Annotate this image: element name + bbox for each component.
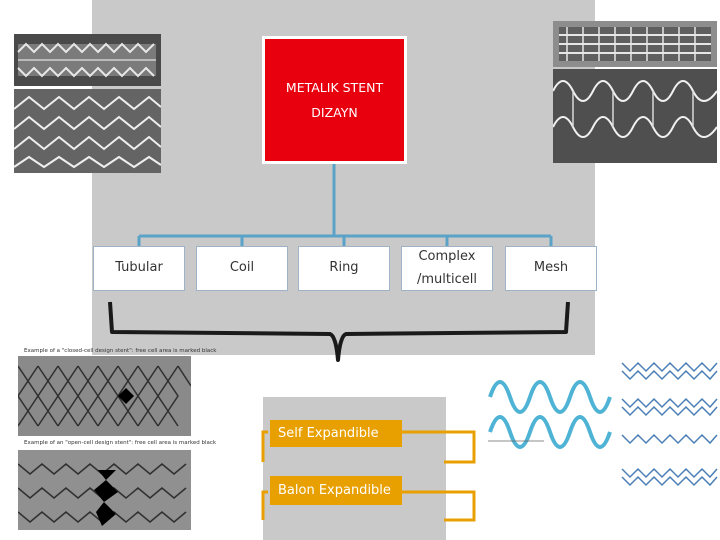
node-complex-multicell: Complex /multicell (401, 246, 493, 291)
root-title-line2: DIZAYN (311, 105, 358, 120)
node-ring: Ring (298, 246, 390, 291)
stent-photo-top-right-1 (553, 21, 717, 67)
node-tubular: Tubular (93, 246, 185, 291)
stent-photo-top-left-1 (14, 34, 161, 86)
grouping-brace (108, 301, 570, 362)
closed-cell-stent-photo (18, 356, 191, 436)
node-tubular-label: Tubular (115, 260, 163, 276)
node-coil: Coil (196, 246, 288, 291)
stent-photo-top-right-2 (553, 69, 717, 163)
self-expandible-label: Self Expandible (278, 426, 379, 441)
node-complex-label-line2: /multicell (417, 271, 477, 287)
node-balon-expandible: Balon Expandible (270, 476, 402, 505)
node-coil-label: Coil (229, 260, 255, 276)
root-node-metalik-stent-dizayn: METALIK STENT DIZAYN (262, 36, 407, 164)
balon-expand-bracket-right (402, 490, 476, 522)
open-cell-caption: Example of an "open-cell design stent": … (24, 440, 217, 446)
stent-photo-top-left-2 (14, 89, 161, 173)
balon-expandible-label: Balon Expandible (278, 483, 391, 498)
coil-stent-illustration (480, 357, 618, 467)
root-title-line1: METALIK STENT (285, 80, 384, 95)
node-ring-label: Ring (329, 260, 359, 276)
node-mesh: Mesh (505, 246, 597, 291)
self-expand-bracket-right (402, 430, 476, 464)
open-cell-stent-photo (18, 450, 191, 530)
node-self-expandible: Self Expandible (270, 420, 402, 447)
closed-cell-caption: Example of a "closed-cell design stent":… (24, 348, 217, 354)
self-expand-bracket-left (261, 430, 268, 462)
mesh-stent-samples (620, 357, 719, 493)
node-mesh-label: Mesh (533, 260, 569, 276)
balon-expand-bracket-left (261, 490, 268, 520)
node-complex-label-line1: Complex (418, 248, 476, 264)
